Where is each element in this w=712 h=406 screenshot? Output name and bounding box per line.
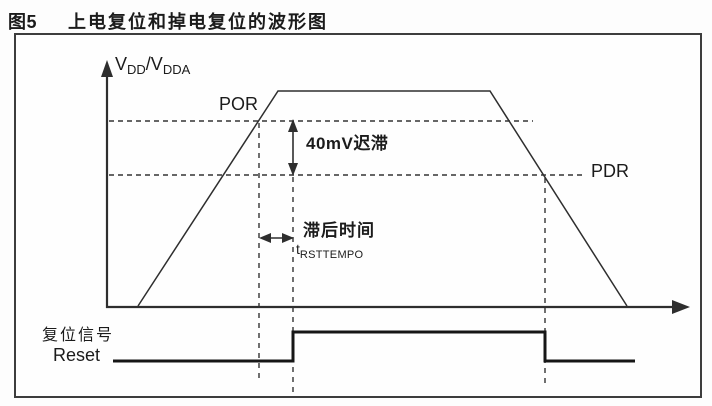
hysteresis-arrow-down-icon (288, 163, 298, 176)
figure-caption: 图5 上电复位和掉电复位的波形图 (0, 8, 712, 32)
vdd-axis-label-sub1: DD (127, 62, 146, 77)
delay-symbol-base: t (296, 241, 300, 257)
vdd-axis-label-v1: V (115, 54, 128, 74)
waveform-diagram-box (14, 33, 702, 398)
pdr-label: PDR (591, 161, 630, 181)
reset-signal-label-cn: 复位信号 (42, 327, 115, 344)
vdd-axis-label: VDD/VDDA (115, 54, 191, 77)
reset-signal-label-en: Reset (53, 345, 101, 365)
delay-symbol-sub: RSTTEMPO (299, 249, 364, 261)
vdd-waveform (137, 90, 628, 307)
vdd-axis-label-sub2: DDA (162, 62, 191, 77)
x-axis-arrowhead-icon (672, 300, 690, 314)
reset-waveform (113, 330, 635, 363)
y-axis-arrowhead-icon (101, 60, 113, 77)
delay-time-label: 滞后时间 (303, 221, 375, 240)
delay-symbol: tRSTTEMPO (296, 241, 364, 261)
hysteresis-label: 40mV迟滞 (306, 134, 389, 153)
por-label: POR (219, 94, 259, 114)
delay-arrow-left-icon (259, 233, 271, 243)
figure-number: 图5 (8, 12, 38, 32)
delay-arrow-right-icon (282, 233, 294, 243)
hysteresis-arrow-up-icon (288, 119, 298, 132)
figure-title: 上电复位和掉电复位的波形图 (68, 12, 328, 32)
vdd-axis-label-v2: /V (145, 54, 163, 74)
